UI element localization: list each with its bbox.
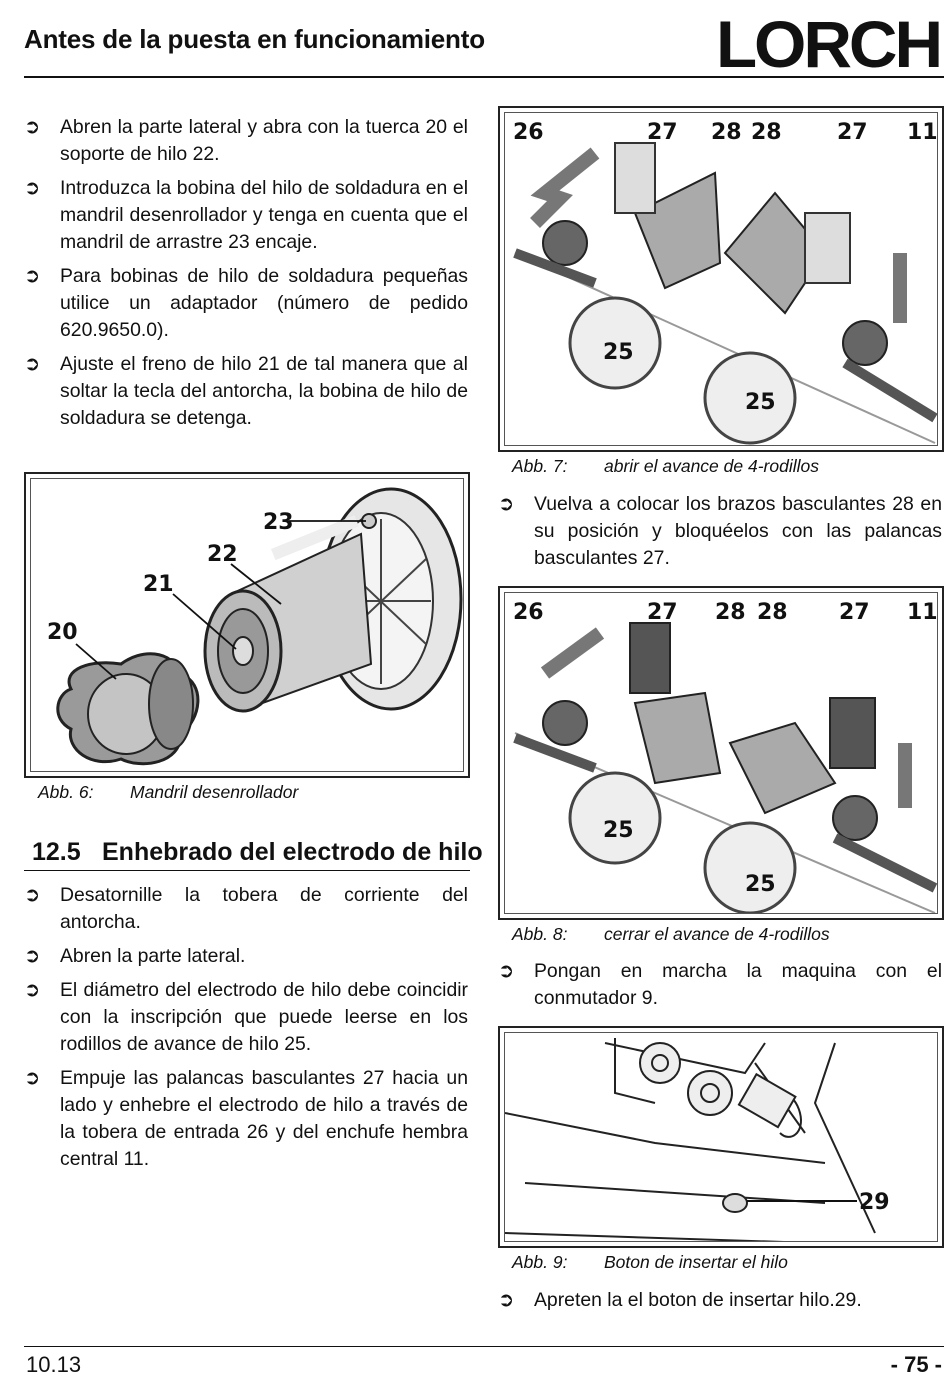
list-item: ➲Ajuste el freno de hilo 21 de tal maner… (24, 353, 468, 429)
list-item: ➲Pongan en marcha la maquina con el conm… (498, 960, 942, 1009)
label-25: 25 (603, 818, 634, 843)
label-26: 26 (513, 600, 544, 625)
label-26: 26 (513, 120, 544, 145)
arrow-bullet-icon: ➲ (24, 979, 41, 1001)
brand-logo: LORCH (716, 7, 943, 81)
figure-8: 26 27 28 28 27 11 25 25 (498, 586, 944, 920)
instruction-list-top: ➲Abren la parte lateral y abra con la tu… (24, 114, 468, 439)
footer-date: 10.13 (26, 1352, 82, 1377)
label-20: 20 (47, 620, 78, 645)
arrow-bullet-icon: ➲ (498, 493, 515, 515)
list-item: ➲Apreten la el boton de insertar hilo.29… (498, 1287, 942, 1314)
label-29: 29 (859, 1190, 890, 1215)
label-28: 28 (751, 120, 782, 145)
label-25: 25 (603, 340, 634, 365)
label-27: 27 (837, 120, 868, 145)
list-item: ➲Introduzca la bobina del hilo de soldad… (24, 177, 468, 253)
arrow-bullet-icon: ➲ (24, 1067, 41, 1089)
arrow-bullet-icon: ➲ (24, 945, 41, 967)
wire-feed-closed-illustration: 26 27 28 28 27 11 25 25 (513, 600, 938, 913)
label-28: 28 (757, 600, 788, 625)
label-23: 23 (263, 510, 294, 535)
label-27: 27 (647, 600, 678, 625)
arrow-bullet-icon: ➲ (498, 1289, 515, 1311)
label-25: 25 (745, 390, 776, 415)
label-22: 22 (207, 542, 238, 567)
label-11: 11 (907, 120, 938, 145)
wire-insert-button-illustration: 29 (505, 1038, 890, 1241)
figure-8-caption: Abb. 8:cerrar el avance de 4-rodillos (512, 924, 830, 944)
list-item: ➲Desatornille la tobera de corriente del… (24, 884, 468, 933)
page-number: - 75 - (890, 1352, 942, 1377)
arrow-bullet-icon: ➲ (24, 116, 41, 138)
list-item: ➲Para bobinas de hilo de soldadura peque… (24, 265, 468, 341)
arrow-bullet-icon: ➲ (498, 960, 515, 982)
wire-spool-mandrel-illustration: 23 22 21 20 (47, 487, 463, 766)
footer-rule (24, 1346, 944, 1347)
list-item: ➲Vuelva a colocar los brazos basculantes… (498, 493, 942, 569)
list-item: ➲El diámetro del electrodo de hilo debe … (24, 979, 468, 1055)
instruction-list-fig9: ➲Apreten la el boton de insertar hilo.29… (498, 1287, 942, 1321)
figure-6: 23 22 21 20 (24, 472, 470, 778)
wire-feed-open-illustration: 26 27 28 28 27 11 25 25 (513, 120, 938, 445)
arrow-bullet-icon: ➲ (24, 177, 41, 199)
figure-9: 29 (498, 1026, 944, 1248)
label-28: 28 (715, 600, 746, 625)
header-rule (24, 76, 944, 78)
figure-6-caption: Abb. 6:Mandril desenrollador (38, 782, 299, 802)
label-11: 11 (907, 600, 938, 625)
arrow-bullet-icon: ➲ (24, 353, 41, 375)
instruction-list-bottom: ➲Desatornille la tobera de corriente del… (24, 882, 468, 1180)
instruction-list-fig8: ➲Pongan en marcha la maquina con el conm… (498, 958, 942, 1019)
arrow-bullet-icon: ➲ (24, 884, 41, 906)
page-title: Antes de la puesta en funcionamiento (24, 24, 485, 54)
arrow-bullet-icon: ➲ (24, 265, 41, 287)
section-rule (24, 870, 470, 871)
figure-9-caption: Abb. 9:Boton de insertar el hilo (512, 1252, 788, 1272)
list-item: ➲Abren la parte lateral. (24, 943, 468, 970)
label-28: 28 (711, 120, 742, 145)
list-item: ➲Empuje las palancas basculantes 27 haci… (24, 1067, 468, 1170)
label-27: 27 (839, 600, 870, 625)
label-27: 27 (647, 120, 678, 145)
figure-7: 26 27 28 28 27 11 25 25 (498, 106, 944, 452)
figure-7-caption: Abb. 7:abrir el avance de 4-rodillos (512, 456, 819, 476)
label-21: 21 (143, 572, 174, 597)
instruction-list-fig7: ➲Vuelva a colocar los brazos basculantes… (498, 491, 942, 579)
label-25: 25 (745, 872, 776, 897)
list-item: ➲Abren la parte lateral y abra con la tu… (24, 116, 468, 165)
